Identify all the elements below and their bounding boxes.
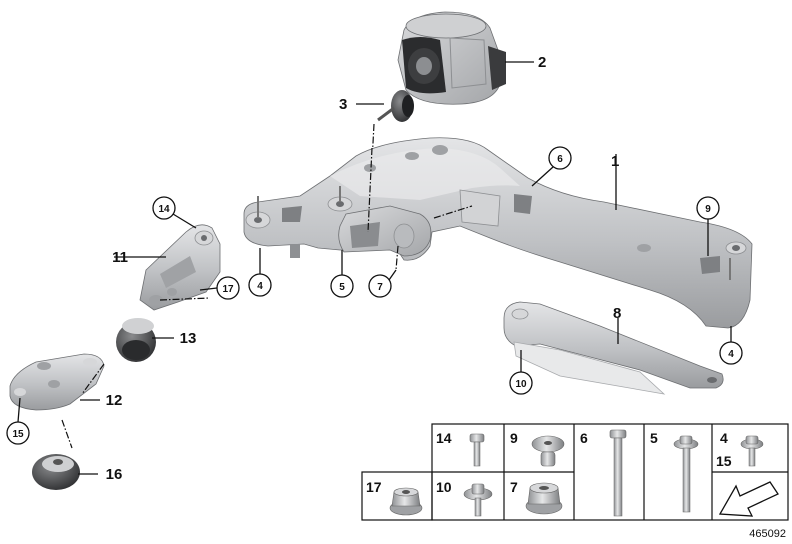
- fastener-grid: [361, 423, 789, 521]
- callout-4a: 4: [257, 281, 263, 292]
- dashline-16: [61, 419, 73, 449]
- side-bracket: [139, 224, 221, 311]
- grid-label-6: 6: [580, 430, 588, 446]
- dashline-7: [395, 245, 399, 271]
- callout-6: 6: [557, 154, 563, 165]
- dashline-12: [81, 363, 105, 395]
- transmission-crossmember: [243, 137, 753, 329]
- rubber-pad: [32, 454, 80, 490]
- dashline-a: [367, 147, 373, 233]
- grid-label-15: 15: [716, 453, 732, 469]
- callout-9: 9: [705, 204, 711, 215]
- callout-16: 16: [106, 466, 123, 483]
- callout-7: 7: [377, 282, 383, 293]
- grid-label-14: 14: [436, 430, 452, 446]
- dashline-6: [433, 205, 473, 219]
- callout-15: 15: [12, 429, 24, 440]
- clip-9: [531, 435, 565, 467]
- bolt-14: [469, 433, 485, 467]
- lower-bracket: [9, 353, 105, 411]
- nut-7: [525, 482, 563, 515]
- leader-6: [531, 166, 554, 187]
- screw-10: [463, 483, 493, 517]
- callout-11: 11: [112, 249, 128, 266]
- rubber-stop: [377, 90, 414, 122]
- grid-label-10: 10: [436, 479, 452, 495]
- bolt-4: [740, 435, 764, 467]
- grid-label-5: 5: [650, 430, 658, 446]
- callout-10: 10: [515, 379, 527, 390]
- leader-17: [199, 287, 218, 291]
- callout-1: 1: [611, 153, 619, 170]
- callout-8: 8: [613, 305, 621, 322]
- transmission-mount: [397, 11, 506, 105]
- bolt-6: [609, 429, 627, 517]
- grid-label-9: 9: [510, 430, 518, 446]
- leader-14: [172, 213, 197, 229]
- grid-label-4: 4: [720, 430, 728, 446]
- callout-5: 5: [339, 282, 345, 293]
- grid-label-7: 7: [510, 479, 518, 495]
- grid-label-17: 17: [366, 479, 382, 495]
- callout-12: 12: [106, 392, 123, 409]
- callout-3: 3: [339, 96, 347, 113]
- callout-13: 13: [180, 330, 197, 347]
- nut-17: [389, 487, 423, 516]
- callout-4b: 4: [728, 349, 734, 360]
- leader-15: [17, 397, 21, 423]
- bolt-5: [673, 435, 699, 513]
- heat-shield-bracket: [503, 301, 724, 395]
- callout-17: 17: [222, 284, 234, 295]
- callout-2: 2: [538, 54, 546, 71]
- dashline-17: [159, 297, 211, 301]
- callout-14: 14: [158, 204, 170, 215]
- rubber-bushing: [116, 318, 156, 362]
- diagram-id: 465092: [749, 528, 786, 540]
- leader-7: [388, 269, 397, 281]
- arrow-icon: [718, 481, 779, 517]
